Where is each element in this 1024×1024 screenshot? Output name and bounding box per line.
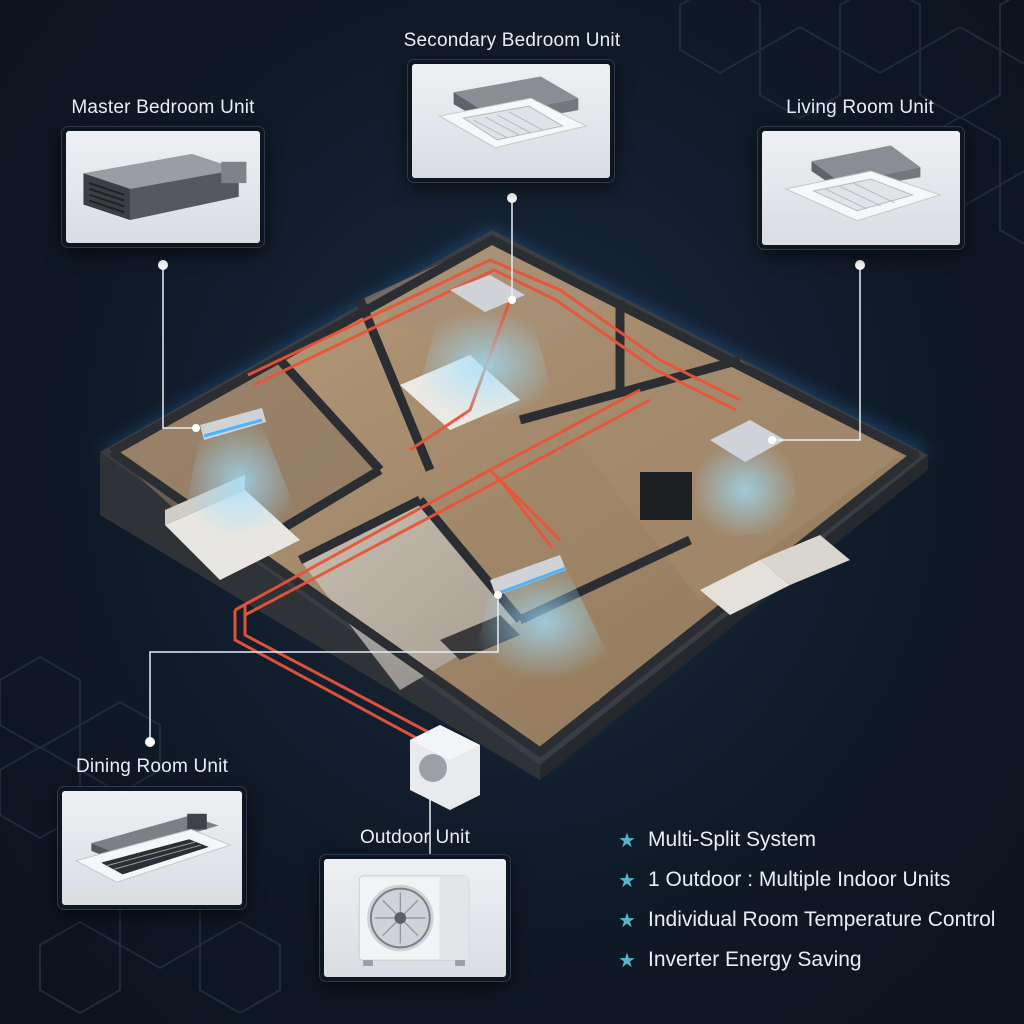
feature-item: ★ Inverter Energy Saving xyxy=(618,948,862,972)
airflow-secondary xyxy=(410,275,560,420)
secondary-bedroom-unit-card xyxy=(408,60,614,182)
star-icon: ★ xyxy=(618,829,636,852)
label-living-room-unit: Living Room Unit xyxy=(786,97,934,118)
star-icon: ★ xyxy=(618,909,636,932)
airflow-master xyxy=(180,408,300,540)
label-secondary-bedroom-unit: Secondary Bedroom Unit xyxy=(403,30,621,51)
feature-list: ★ Multi-Split System ★ 1 Outdoor : Multi… xyxy=(618,820,995,980)
airflow-dining xyxy=(470,555,620,680)
living-room-unit-card xyxy=(758,127,964,249)
callout-dots xyxy=(145,193,865,747)
label-dining-room-unit: Dining Room Unit xyxy=(75,756,229,777)
outdoor-unit-on-building xyxy=(410,725,480,810)
ducted-unit-icon xyxy=(83,154,247,220)
label-master-bedroom-unit: Master Bedroom Unit xyxy=(71,97,255,118)
ceiling-cassette-icon xyxy=(784,145,942,222)
one-way-cassette-icon xyxy=(74,813,232,883)
callout-lines xyxy=(149,198,861,855)
outdoor-condenser-icon xyxy=(358,875,470,966)
ceiling-cassette-icon xyxy=(438,76,588,149)
label-outdoor-unit: Outdoor Unit xyxy=(359,827,471,848)
airflow-living xyxy=(690,420,800,540)
feature-item: ★ Multi-Split System xyxy=(618,828,817,852)
master-bedroom-unit-card xyxy=(62,127,264,247)
star-icon: ★ xyxy=(618,869,636,892)
feature-item: ★ 1 Outdoor : Multiple Indoor Units xyxy=(618,868,951,892)
dining-room-unit-card xyxy=(58,787,246,909)
refrigerant-pipes xyxy=(233,258,741,742)
living-furniture xyxy=(640,472,850,615)
star-icon: ★ xyxy=(618,949,636,972)
feature-item: ★ Individual Room Temperature Control xyxy=(618,908,996,932)
outdoor-unit-card xyxy=(320,855,510,981)
